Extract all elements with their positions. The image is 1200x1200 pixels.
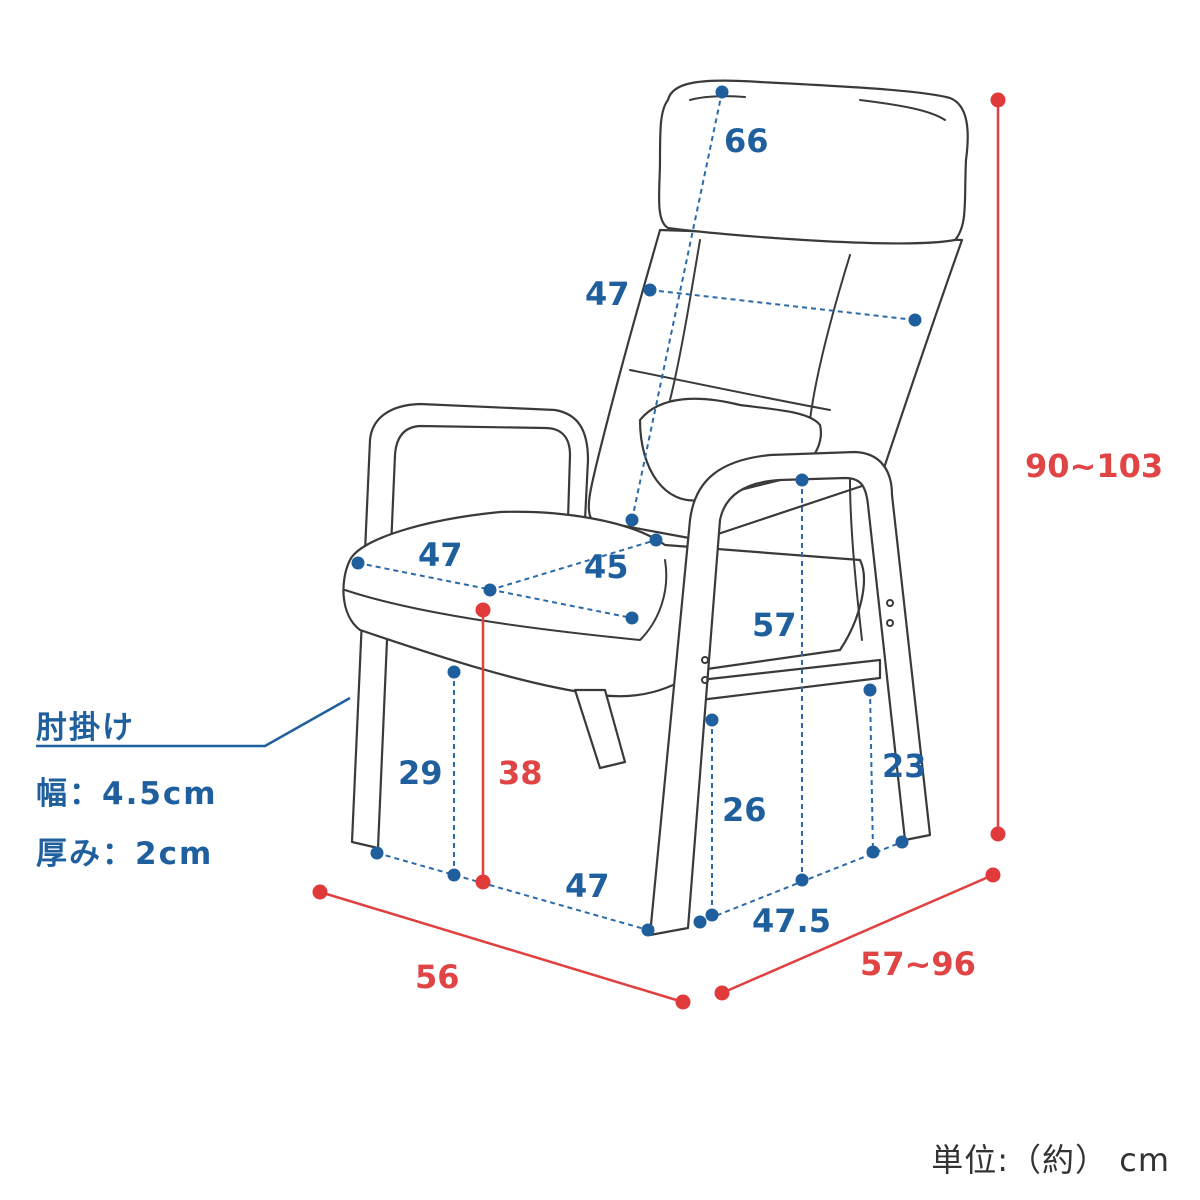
label-headrest-height: 66 [724,122,769,160]
right-armrest [648,450,932,937]
label-seat-depth: 45 [584,548,629,586]
blue-endpoint-dots [351,85,922,937]
rear-bar-height-line [869,689,874,853]
seat-depth-line [489,539,657,591]
label-front-leg-height: 29 [398,754,443,792]
label-seat-width: 47 [418,536,463,574]
backrest [587,228,964,542]
headrest-height-line [631,91,723,521]
label-total-height: 90~103 [1025,447,1163,485]
base-width-line [376,852,649,931]
total-width-line [319,890,684,1004]
screw-icon [886,619,894,627]
screw-icon [701,676,709,684]
label-base-width: 47 [565,867,610,905]
screw-icon [701,656,709,664]
headrest-seams [689,95,946,121]
right-armrest-inner-edge [849,479,863,641]
seat-cushion [342,510,865,698]
label-side-leg-height: 26 [722,791,767,829]
label-backrest-width: 47 [585,275,630,313]
label-rear-bar-height: 23 [882,747,927,785]
backrest-seams [629,239,851,421]
rear-left-leg [573,688,627,770]
armrest-note-title: 肘掛け [36,710,135,746]
screw-icon [886,599,894,607]
unit-label: 単位:（約） cm [931,1141,1170,1179]
armrest-callout-line [36,696,351,748]
label-base-depth: 47.5 [752,902,831,940]
blue-dimension-lines [351,85,922,937]
label-seat-height: 38 [498,754,543,792]
total-depth-line [721,873,994,995]
headrest [657,79,969,245]
red-endpoint-dots [312,92,1006,1010]
label-arm-height: 57 [752,606,797,644]
armrest-note-thickness: 厚み：2cm [36,836,214,872]
red-dimension-lines [312,92,1006,1010]
label-total-width: 56 [415,958,460,996]
armrest-note-width: 幅：4.5cm [36,776,218,812]
chair-illustration [342,79,969,937]
label-total-depth: 57~96 [860,945,976,983]
